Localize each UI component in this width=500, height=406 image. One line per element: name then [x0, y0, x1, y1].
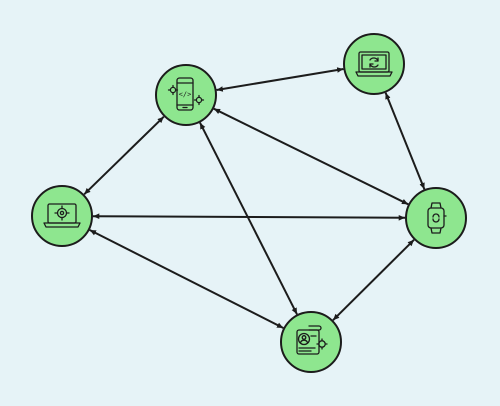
- laptop-settings-icon: [43, 203, 81, 228]
- smartwatch-sync-icon: [427, 202, 447, 234]
- edge-laptop-sync-to-smartwatch: [384, 92, 426, 190]
- node-laptop-sync[interactable]: [343, 33, 405, 95]
- edge-laptop-settings-to-smartwatch: [92, 213, 406, 221]
- mobile-code-gear-icon: </>: [167, 77, 205, 111]
- laptop-sync-icon: [355, 51, 393, 77]
- svg-text:</>: </>: [179, 91, 192, 99]
- user-profile-gear-icon: [296, 325, 328, 355]
- nodes-layer: </>: [31, 33, 467, 373]
- node-smartwatch[interactable]: [405, 187, 467, 249]
- edge-laptop-settings-to-user-profile-settings: [89, 229, 284, 329]
- node-mobile-dev[interactable]: </>: [155, 64, 217, 126]
- node-user-profile-settings[interactable]: [280, 311, 342, 373]
- edges-layer: [83, 67, 426, 329]
- edge-smartwatch-to-user-profile-settings: [332, 239, 415, 321]
- edge-mobile-dev-to-laptop-sync: [216, 67, 344, 92]
- edge-mobile-dev-to-laptop-settings: [83, 115, 165, 196]
- node-laptop-settings[interactable]: [31, 185, 93, 247]
